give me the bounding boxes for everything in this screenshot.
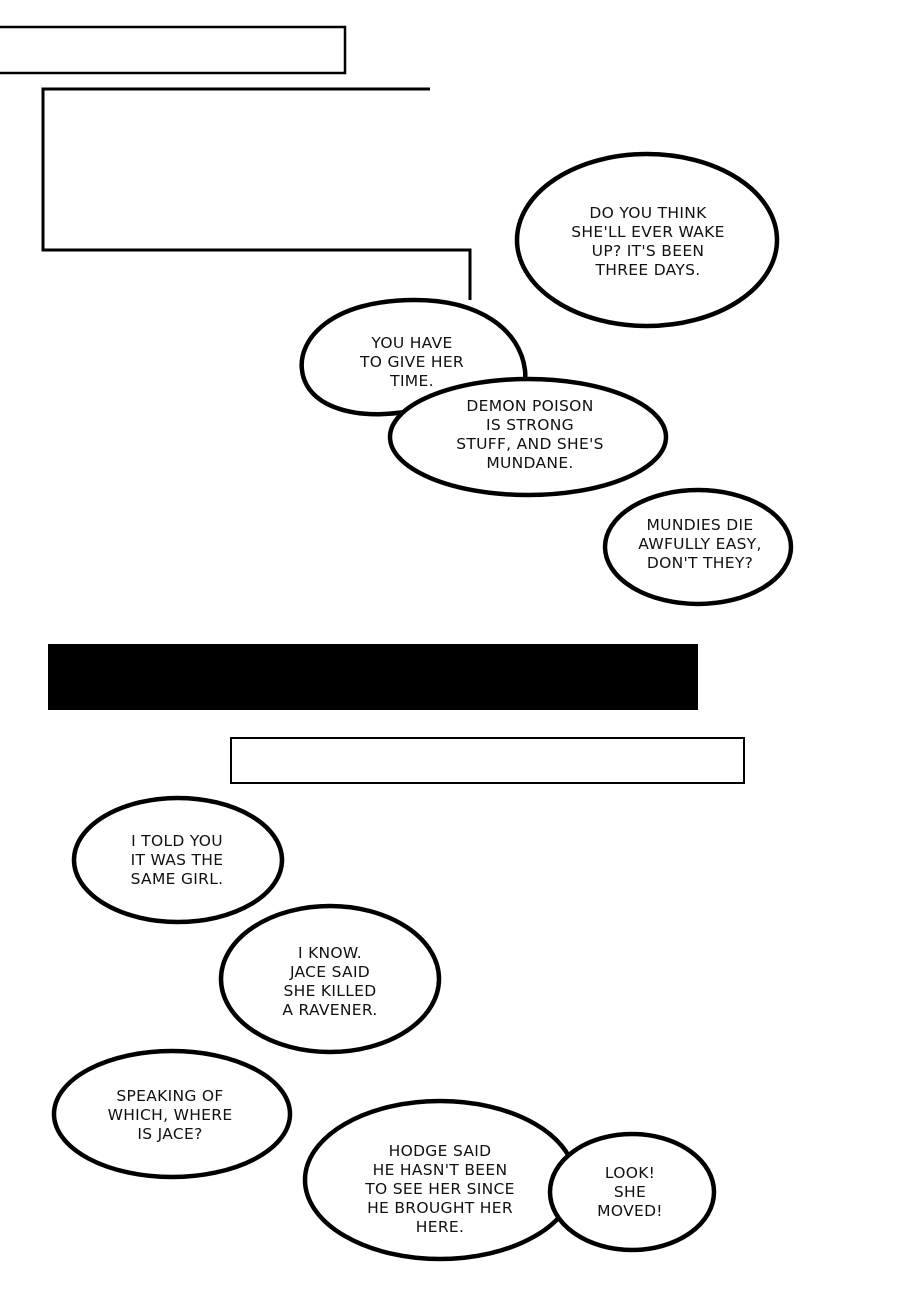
bubble-outline-9 xyxy=(547,1131,717,1253)
bubble-outline-3 xyxy=(387,376,669,498)
speech-bubble-9: LOOK! SHE MOVED! xyxy=(597,1164,663,1220)
bubble-outline-7 xyxy=(51,1048,293,1180)
bubble-outline-6 xyxy=(218,903,442,1055)
caption-box-middle xyxy=(230,737,745,784)
caption-box-top xyxy=(0,25,347,75)
speech-bubble-2: YOU HAVE TO GIVE HER TIME. xyxy=(359,334,465,390)
speech-bubble-6: I KNOW. JACE SAID SHE KILLED A RAVENER. xyxy=(282,944,378,1019)
speech-bubble-5: I TOLD YOU IT WAS THE SAME GIRL. xyxy=(130,832,224,888)
bubble-outline-4 xyxy=(602,487,794,607)
speech-bubble-7: SPEAKING OF WHICH, WHERE IS JACE? xyxy=(107,1087,233,1143)
speech-bubble-8: HODGE SAID HE HASN'T BEEN TO SEE HER SIN… xyxy=(365,1142,515,1236)
speech-bubble-3: DEMON POISON IS STRONG STUFF, AND SHE'S … xyxy=(456,397,604,472)
black-bar xyxy=(48,644,698,710)
panel-border xyxy=(41,87,472,300)
bubble-outline-5 xyxy=(71,795,285,925)
bubble-outline-1 xyxy=(514,151,780,329)
speech-bubble-1: DO YOU THINK SHE'LL EVER WAKE UP? IT'S B… xyxy=(571,204,725,279)
speech-bubble-4: MUNDIES DIE AWFULLY EASY, DON'T THEY? xyxy=(638,516,762,572)
